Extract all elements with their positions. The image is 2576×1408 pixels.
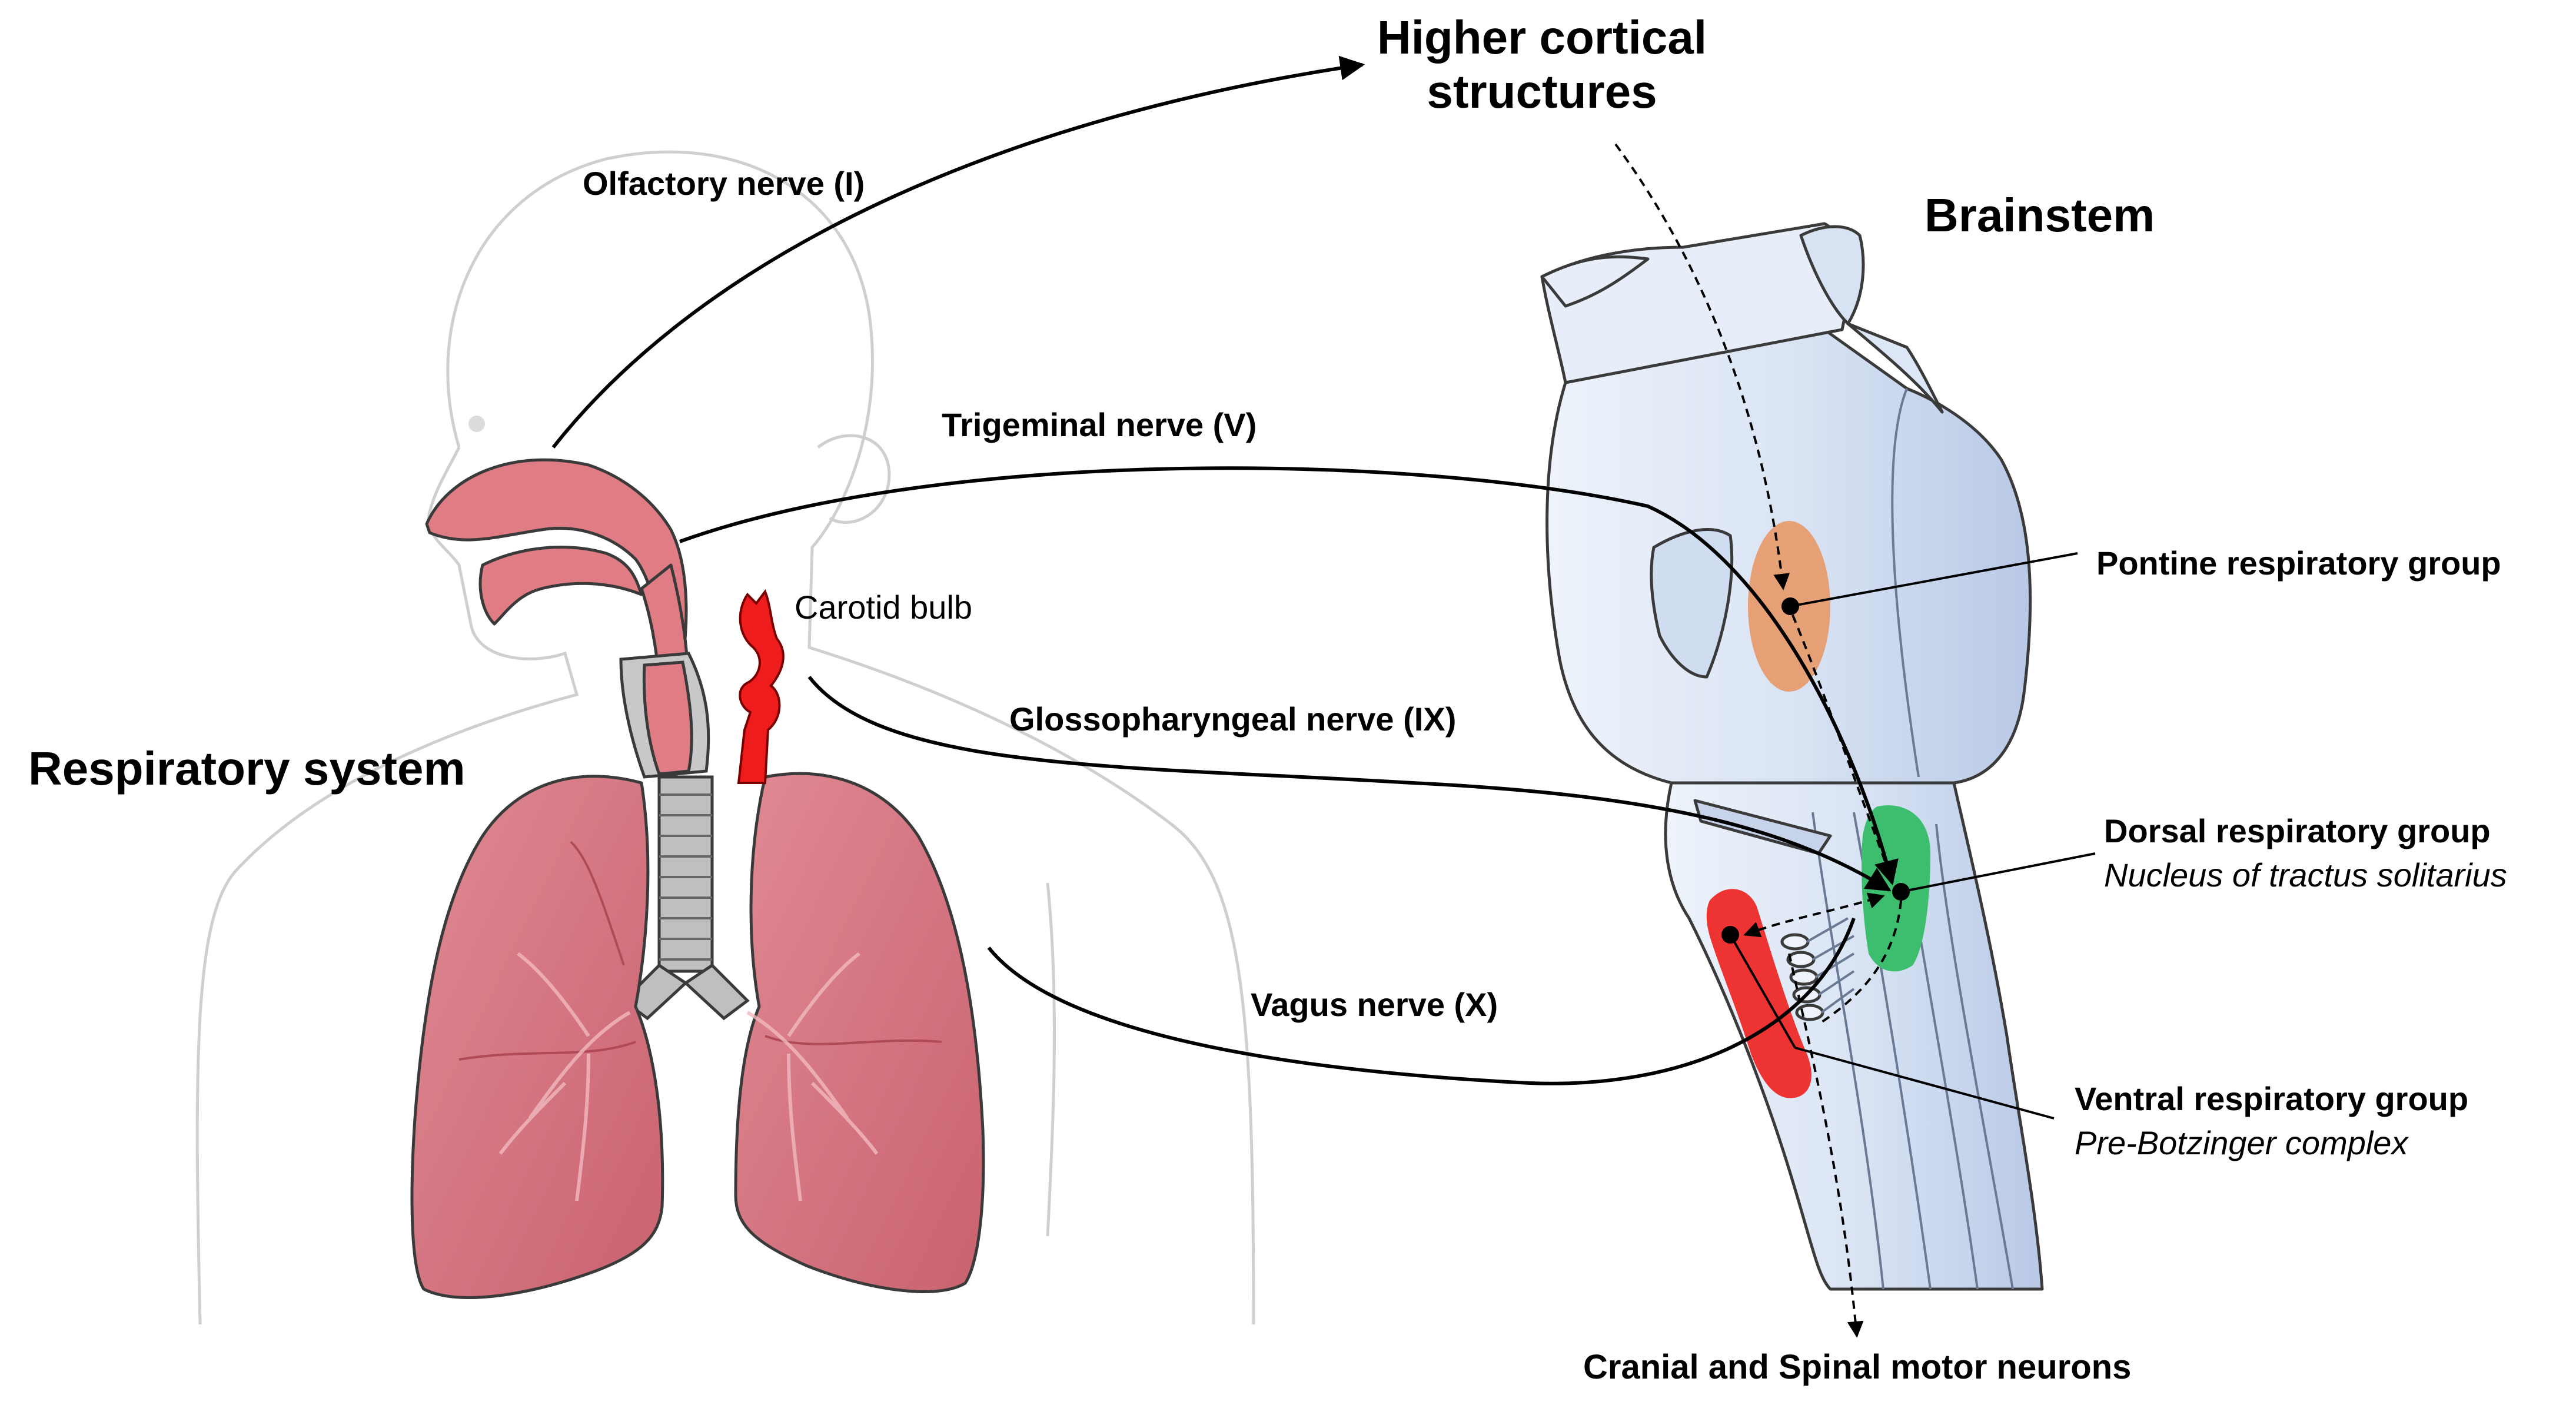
internal-pathways [1614,143,1902,1338]
lungs [410,772,985,1299]
trigeminal-nerve-label: Trigeminal nerve (V) [942,406,1257,443]
carotid-bulb-shape [737,589,785,784]
leader-lines [1729,552,2096,1120]
pontine-group-label: Pontine respiratory group [2096,544,2501,582]
olfactory-nerve-label: Olfactory nerve (I) [583,165,865,202]
respiratory-system-label: Respiratory system [28,742,466,795]
larynx-trachea [619,652,750,1021]
olfactory-path [551,55,1365,449]
dorsal-group-label: Dorsal respiratory group [2104,812,2491,849]
left-lung [410,775,664,1299]
ventral-group-sublabel: Pre-Botzinger complex [2075,1124,2408,1161]
glossopharyngeal-path [807,676,1892,892]
vagus-path [987,918,1856,1085]
nerve-pathways [551,55,1899,1085]
ventral-group-label: Ventral respiratory group [2075,1080,2469,1117]
dorsal-group-sublabel: Nucleus of tractus solitarius [2104,856,2507,894]
glossopharyngeal-nerve-label: Glossopharyngeal nerve (IX) [1009,700,1457,738]
motor-neurons-label: Cranial and Spinal motor neurons [1583,1348,2132,1386]
right-lung [734,772,985,1293]
vagus-nerve-label: Vagus nerve (X) [1251,986,1498,1023]
trigeminal-path [679,466,1899,886]
brainstem-label: Brainstem [1924,189,2155,241]
higher-cortical-label: Higher cortical structures [1377,11,1707,118]
carotid-bulb-label: Carotid bulb [795,589,972,626]
brainstem-illustration [1540,222,2044,1291]
